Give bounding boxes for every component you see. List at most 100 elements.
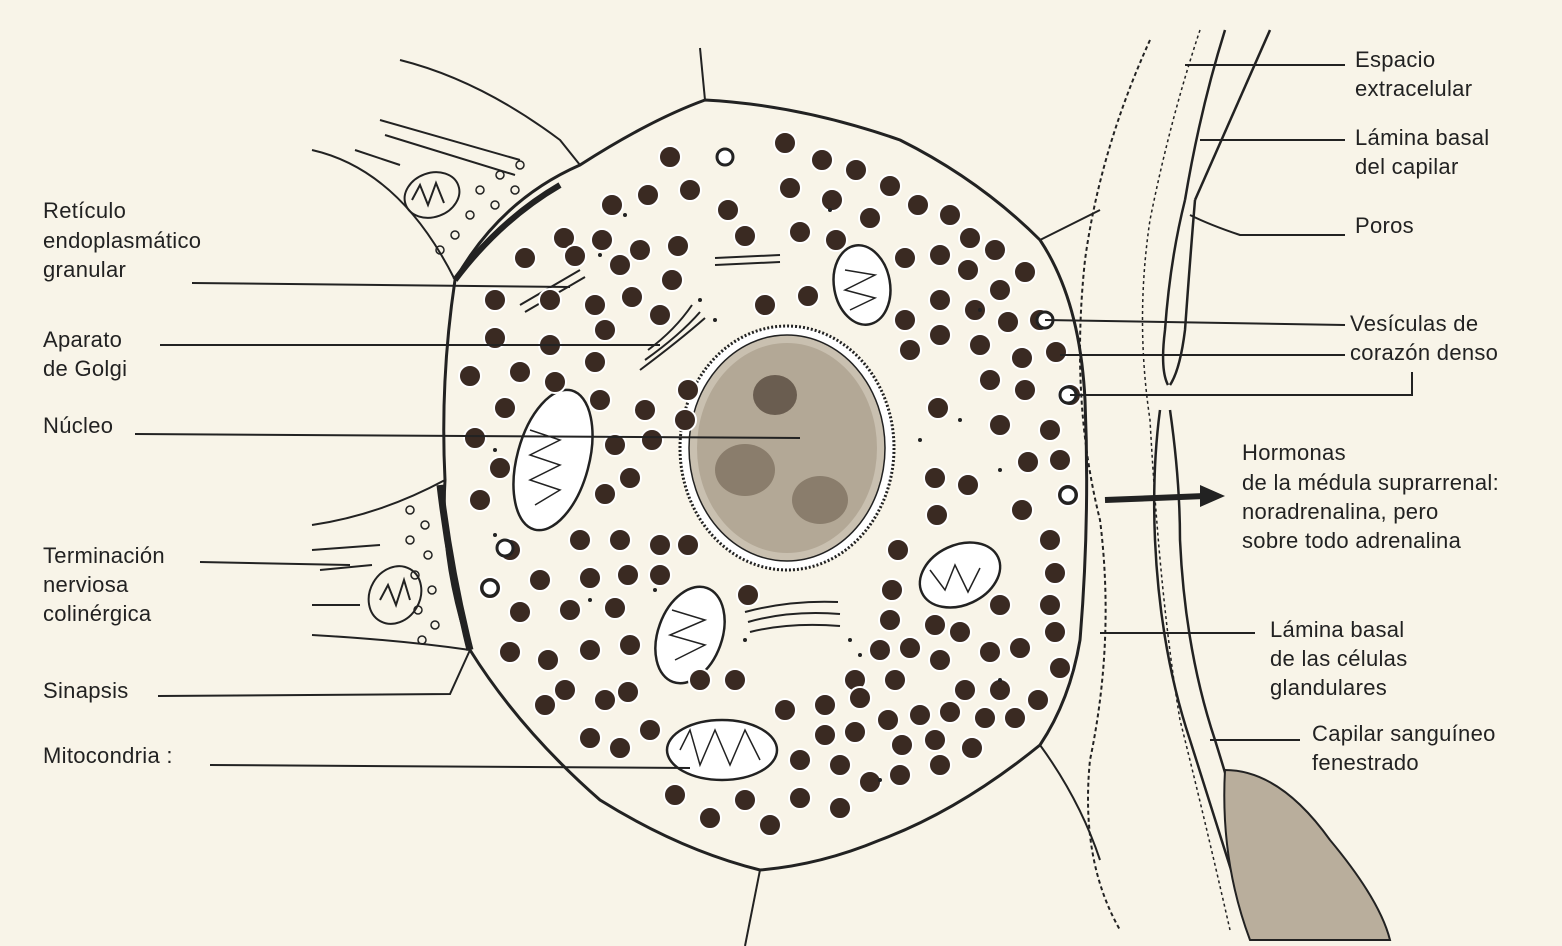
label-poros: Poros — [1355, 213, 1414, 238]
dense-core-granule — [859, 207, 881, 229]
svg-text:sobre todo adrenalina: sobre todo adrenalina — [1242, 528, 1462, 553]
dense-core-granule — [814, 724, 836, 746]
dense-core-granule — [877, 709, 899, 731]
dense-core-granule — [609, 254, 631, 276]
dense-core-granule — [894, 247, 916, 269]
hollow-vesicle — [1060, 487, 1076, 503]
label-vesiculas: Vesículas de corazón denso — [1350, 311, 1498, 365]
dense-core-granule — [589, 389, 611, 411]
dense-core-granule — [811, 149, 833, 171]
dense-core-granule — [664, 784, 686, 806]
dense-core-granule — [814, 694, 836, 716]
label-espacio: Espacio extracelular — [1355, 47, 1472, 101]
label-nucleo: Núcleo — [43, 413, 113, 438]
dense-core-granule — [699, 807, 721, 829]
dense-core-granule — [529, 569, 551, 591]
svg-text:Aparato: Aparato — [43, 327, 122, 352]
label-capilar: Capilar sanguíneo fenestrado — [1312, 721, 1496, 775]
dense-core-granule — [564, 245, 586, 267]
dense-core-granule — [957, 474, 979, 496]
svg-text:fenestrado: fenestrado — [1312, 750, 1419, 775]
dense-core-granule — [779, 177, 801, 199]
dense-core-granule — [469, 489, 491, 511]
dense-core-granule — [1049, 449, 1071, 471]
hormone-secretion-arrow — [1105, 485, 1225, 507]
dense-core-granule — [459, 365, 481, 387]
svg-text:extracelular: extracelular — [1355, 76, 1472, 101]
dense-core-granule — [579, 727, 601, 749]
dense-core-granule — [979, 369, 1001, 391]
dense-core-granule — [464, 427, 486, 449]
dense-core-granule — [539, 289, 561, 311]
label-sinapsis: Sinapsis — [43, 678, 129, 703]
dense-core-granule — [484, 289, 506, 311]
dense-core-granule — [954, 679, 976, 701]
hollow-vesicle — [717, 149, 733, 165]
dense-core-granule — [845, 159, 867, 181]
dense-core-granule — [774, 699, 796, 721]
dense-core-granule — [949, 621, 971, 643]
dense-core-granule — [1014, 261, 1036, 283]
dense-core-granule — [789, 221, 811, 243]
dense-core-granule — [617, 564, 639, 586]
dense-core-granule — [594, 319, 616, 341]
dense-core-granule — [594, 689, 616, 711]
dense-core-granule — [907, 194, 929, 216]
dense-core-granule — [1039, 529, 1061, 551]
nucleus — [680, 326, 894, 570]
svg-text:del capilar: del capilar — [1355, 154, 1459, 179]
dense-core-granule — [997, 311, 1019, 333]
dense-core-granule — [989, 279, 1011, 301]
dense-core-granule — [724, 669, 746, 691]
dense-core-granule — [789, 749, 811, 771]
hollow-vesicle — [497, 540, 513, 556]
dense-core-granule — [889, 764, 911, 786]
dense-core-granule — [1014, 379, 1036, 401]
dense-core-granule — [621, 286, 643, 308]
basal-lamina-cells — [1080, 40, 1150, 930]
dense-core-granule — [924, 614, 946, 636]
svg-text:Retículo: Retículo — [43, 198, 126, 223]
dense-core-granule — [559, 599, 581, 621]
dense-core-granule — [989, 594, 1011, 616]
blood-cell — [1224, 770, 1390, 940]
dense-core-granule — [964, 299, 986, 321]
dense-core-granule — [969, 334, 991, 356]
dense-core-granule — [929, 244, 951, 266]
svg-text:noradrenalina, pero: noradrenalina, pero — [1242, 499, 1439, 524]
dense-core-granule — [1017, 451, 1039, 473]
dense-core-granule — [974, 707, 996, 729]
dense-core-granule — [884, 669, 906, 691]
dense-core-granule — [661, 269, 683, 291]
dense-core-granule — [825, 229, 847, 251]
svg-text:granular: granular — [43, 257, 126, 282]
dense-core-granule — [929, 649, 951, 671]
dense-core-granule — [821, 189, 843, 211]
dense-core-granule — [579, 567, 601, 589]
dense-core-granule — [924, 729, 946, 751]
svg-text:Lámina basal: Lámina basal — [1355, 125, 1489, 150]
dense-core-granule — [717, 199, 739, 221]
dense-core-granule — [734, 789, 756, 811]
svg-text:de Golgi: de Golgi — [43, 356, 127, 381]
dense-core-granule — [509, 361, 531, 383]
dense-core-granule — [957, 259, 979, 281]
dense-core-granule — [674, 409, 696, 431]
dense-core-granule — [617, 681, 639, 703]
dense-core-granule — [984, 239, 1006, 261]
er-membrane-top — [455, 185, 560, 280]
dense-core-granule — [544, 371, 566, 393]
dense-core-granule — [537, 649, 559, 671]
dense-core-granule — [959, 227, 981, 249]
dense-core-granule — [1044, 621, 1066, 643]
svg-text:colinérgica: colinérgica — [43, 601, 152, 626]
dense-core-granule — [639, 719, 661, 741]
svg-text:Hormonas: Hormonas — [1242, 440, 1346, 465]
dense-core-granule — [879, 609, 901, 631]
dense-core-granule — [689, 669, 711, 691]
dense-core-granule — [1039, 419, 1061, 441]
dense-core-granule — [881, 579, 903, 601]
dense-core-granule — [989, 414, 1011, 436]
